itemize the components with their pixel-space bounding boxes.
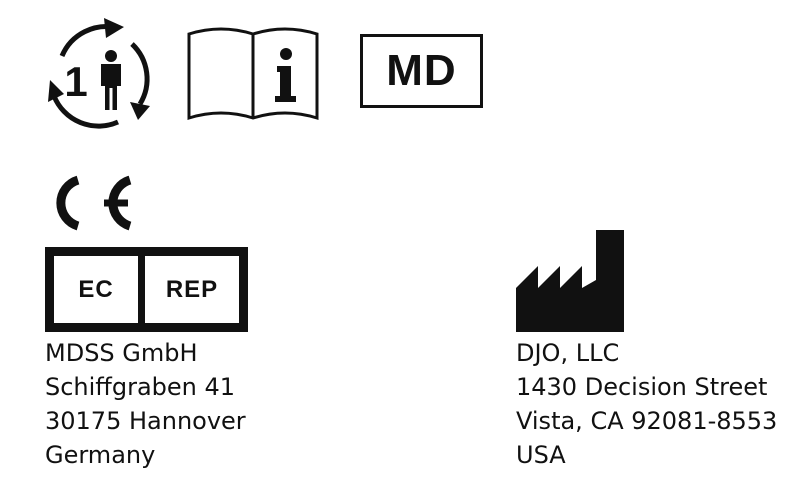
address-line: Vista, CA 92081-8553: [516, 407, 778, 435]
address-line: Schiffgraben 41: [45, 373, 236, 401]
consult-instructions-icon: [186, 22, 320, 122]
single-patient-multiple-use-icon: 1: [40, 14, 155, 132]
ce-mark-icon: [44, 172, 136, 234]
single-patient-number: 1: [64, 58, 87, 105]
rep-cell: REP: [145, 256, 239, 323]
authorized-representative-address: MDSS GmbH Schiffgraben 41 30175 Hannover…: [45, 336, 246, 472]
address-line: 30175 Hannover: [45, 407, 246, 435]
manufacturer-factory-icon: [516, 230, 626, 332]
address-line: MDSS GmbH: [45, 339, 198, 367]
rep-label: REP: [165, 275, 219, 303]
ec-cell: EC: [54, 256, 138, 323]
medical-device-symbol: MD: [360, 34, 483, 108]
address-line: 1430 Decision Street: [516, 373, 768, 401]
address-line: DJO, LLC: [516, 339, 620, 367]
address-line: USA: [516, 441, 566, 469]
manufacturer-address: DJO, LLC 1430 Decision Street Vista, CA …: [516, 336, 777, 472]
md-label: MD: [386, 46, 457, 95]
ec-label: EC: [78, 275, 114, 303]
ec-rep-symbol: EC REP: [45, 247, 248, 332]
address-line: Germany: [45, 441, 156, 469]
